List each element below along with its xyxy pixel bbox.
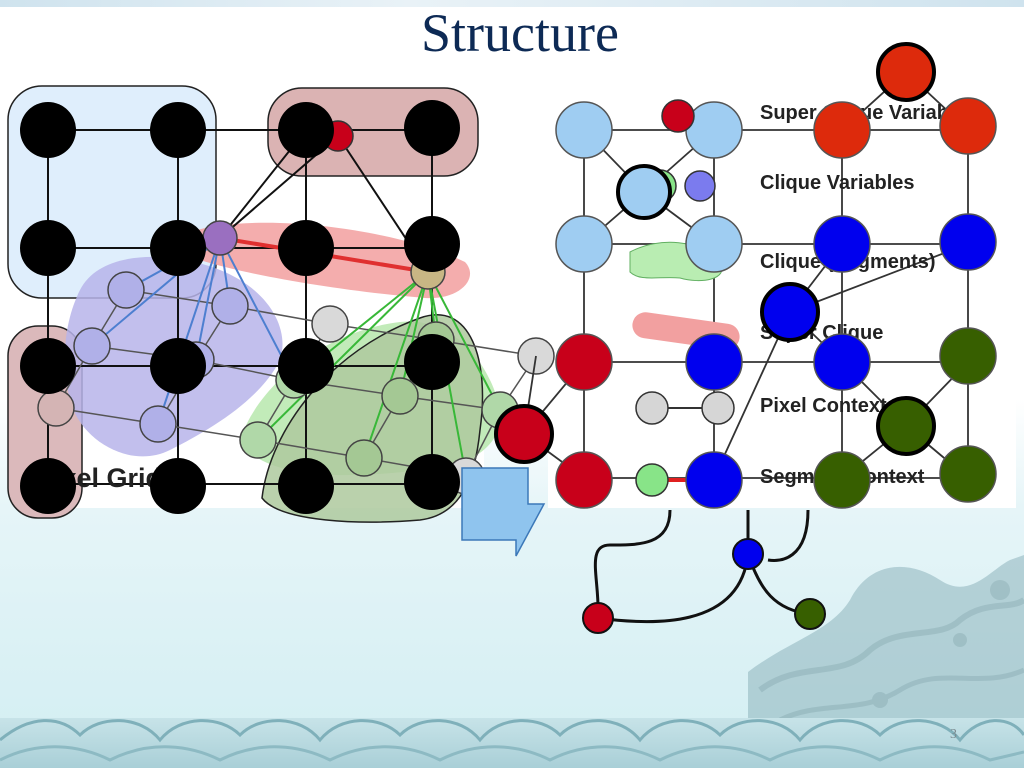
legend-pixel-context-node-a (635, 391, 669, 425)
right-bright-red-nodes (813, 97, 997, 159)
bottom-blue-node (732, 538, 764, 570)
blue-clique-variable-node (760, 282, 820, 342)
bottom-red-node (582, 602, 614, 634)
legend-clique-variable-node (616, 164, 672, 220)
legend-super-clique-variable-node (661, 99, 695, 133)
right-blue-nodes (685, 213, 997, 509)
bottom-connection-curves (593, 509, 811, 624)
right-dark-green-nodes (813, 327, 997, 509)
purple-clique-node (202, 220, 238, 256)
left-grid-edges (47, 129, 433, 485)
legend-label-super-clique-variables: Super Clique Variables (760, 102, 977, 124)
red-clique-variable-node (494, 404, 554, 464)
super-clique-variable-top-node (876, 42, 936, 102)
top-decorative-stripe (0, 0, 1024, 7)
slide-title: Structure (421, 3, 619, 63)
legend-pixel-context-node-b (701, 391, 735, 425)
legend-label-pixel-context: Pixel Context (760, 395, 887, 417)
right-light-blue-nodes (555, 101, 743, 273)
legend-label-clique-variables: Clique Variables (760, 172, 915, 194)
left-pixel-nodes (20, 100, 460, 514)
dragon-decoration (748, 555, 1024, 745)
wave-border-decoration (0, 718, 1024, 768)
right-red-nodes (555, 333, 613, 509)
page-number: 3 (950, 727, 957, 742)
legend-clique-variable-purple (684, 170, 716, 202)
green-clique-variable-node (876, 396, 936, 456)
bottom-green-node (794, 598, 826, 630)
legend-segment-context-node (635, 463, 669, 497)
transform-arrow-icon (461, 467, 546, 557)
